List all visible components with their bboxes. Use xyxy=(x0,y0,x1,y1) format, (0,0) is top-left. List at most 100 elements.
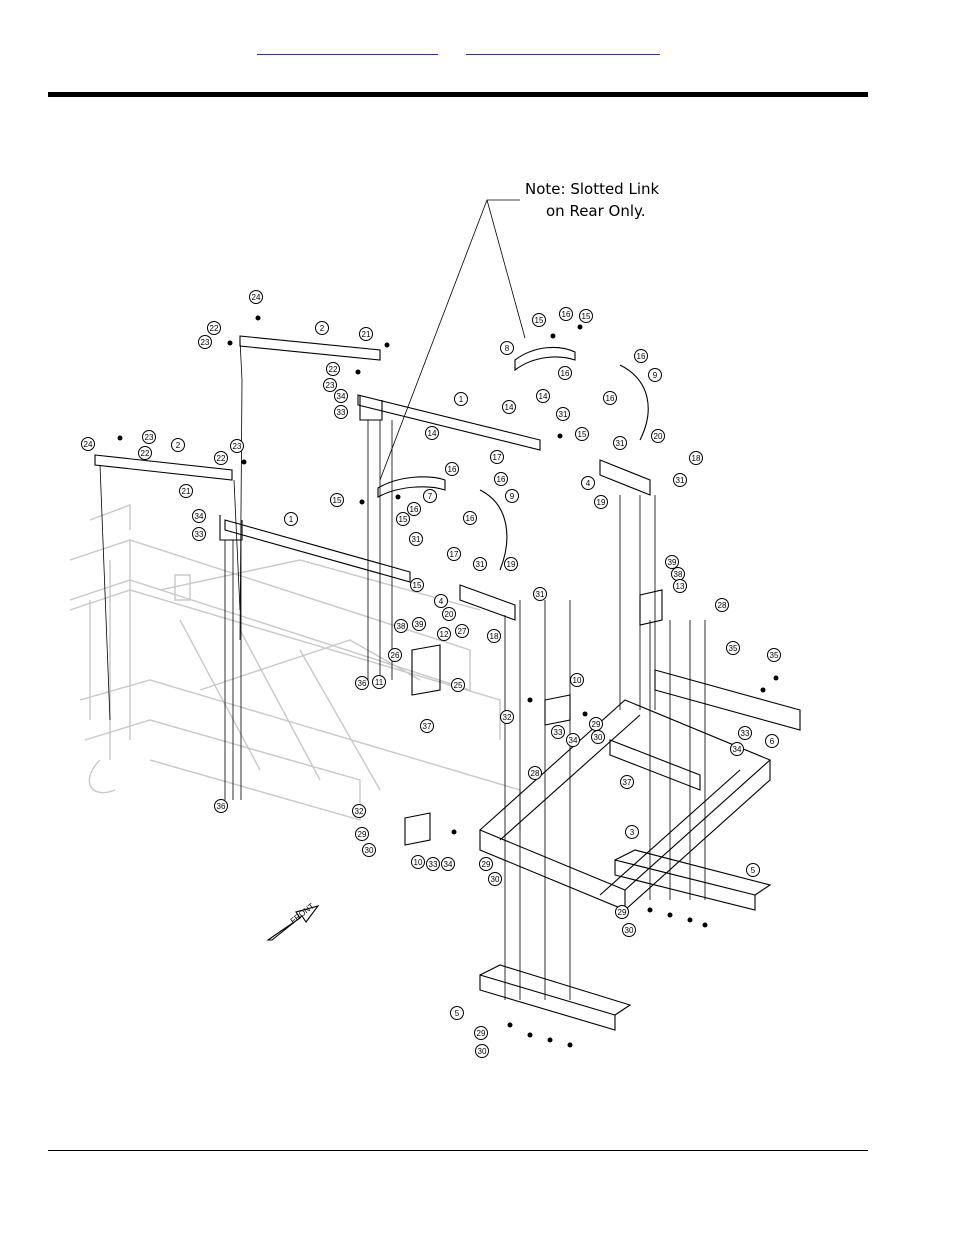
callout-number: 39 xyxy=(415,620,424,629)
callout-number: 21 xyxy=(362,330,371,339)
callout-29: 29 xyxy=(474,1026,488,1040)
callout-number: 15 xyxy=(582,312,591,321)
callout-23: 23 xyxy=(230,439,244,453)
callout-number: 29 xyxy=(482,860,491,869)
callout-number: 32 xyxy=(355,807,364,816)
callout-number: 31 xyxy=(536,590,545,599)
callout-number: 27 xyxy=(458,627,467,636)
callout-circle xyxy=(437,627,451,641)
top-divider xyxy=(48,92,868,97)
callout-number: 33 xyxy=(429,860,438,869)
callout-20: 20 xyxy=(651,429,665,443)
callout-circle xyxy=(689,451,703,465)
callout-circle xyxy=(434,594,448,608)
callout-35: 35 xyxy=(767,648,781,662)
callout-circle xyxy=(396,512,410,526)
callout-number: 15 xyxy=(578,430,587,439)
callout-circle xyxy=(171,438,185,452)
callout-circle xyxy=(673,473,687,487)
callout-number: 31 xyxy=(476,560,485,569)
callout-circle xyxy=(249,290,263,304)
callout-15: 15 xyxy=(396,512,410,526)
callout-circle xyxy=(566,733,580,747)
callout-number: 6 xyxy=(770,737,775,746)
callout-number: 33 xyxy=(554,728,563,737)
callout-circle xyxy=(575,427,589,441)
callout-5: 5 xyxy=(450,1006,464,1020)
callout-30: 30 xyxy=(475,1044,489,1058)
callout-23: 23 xyxy=(198,335,212,349)
callout-circle xyxy=(394,619,408,633)
callout-number: 28 xyxy=(718,601,727,610)
callout-number: 23 xyxy=(326,381,335,390)
callout-circle xyxy=(622,923,636,937)
callout-number: 11 xyxy=(375,678,384,687)
callout-number: 5 xyxy=(455,1009,460,1018)
callout-34: 34 xyxy=(441,857,455,871)
callout-number: 17 xyxy=(450,550,459,559)
callout-37: 37 xyxy=(620,775,634,789)
callout-circle xyxy=(214,799,228,813)
callout-32: 32 xyxy=(352,804,366,818)
callout-22: 22 xyxy=(326,362,340,376)
callout-13: 13 xyxy=(673,579,687,593)
callout-36: 36 xyxy=(355,676,369,690)
callout-number: 4 xyxy=(586,479,591,488)
callout-circle xyxy=(138,446,152,460)
callout-23: 23 xyxy=(142,430,156,444)
callout-16: 16 xyxy=(494,472,508,486)
callout-circle xyxy=(362,843,376,857)
callout-17: 17 xyxy=(447,547,461,561)
callout-29: 29 xyxy=(589,717,603,731)
callout-29: 29 xyxy=(479,857,493,871)
callout-number: 29 xyxy=(618,908,627,917)
callout-circle xyxy=(334,405,348,419)
callout-31: 31 xyxy=(409,532,423,546)
callout-circle xyxy=(625,825,639,839)
callout-number: 16 xyxy=(562,310,571,319)
callout-35: 35 xyxy=(726,641,740,655)
callout-28: 28 xyxy=(715,598,729,612)
callout-circle xyxy=(502,400,516,414)
header-link-left[interactable] xyxy=(257,40,438,55)
callout-number: 23 xyxy=(233,442,242,451)
note-line-1: Note: Slotted Link xyxy=(525,180,660,198)
callout-number: 33 xyxy=(195,530,204,539)
callout-circle xyxy=(81,437,95,451)
callout-circle xyxy=(730,742,744,756)
callout-number: 16 xyxy=(410,505,419,514)
callout-39: 39 xyxy=(412,617,426,631)
callout-38: 38 xyxy=(394,619,408,633)
callout-circle xyxy=(738,726,752,740)
callout-circle xyxy=(451,678,465,692)
callout-3: 3 xyxy=(625,825,639,839)
callout-28: 28 xyxy=(528,766,542,780)
callout-number: 31 xyxy=(676,476,685,485)
callout-number: 16 xyxy=(637,352,646,361)
callout-33: 33 xyxy=(334,405,348,419)
weight-bars xyxy=(479,849,772,1031)
callout-circle xyxy=(479,857,493,871)
callout-number: 19 xyxy=(597,498,606,507)
callout-circle xyxy=(579,309,593,323)
callout-number: 9 xyxy=(510,492,515,501)
callout-number: 20 xyxy=(445,610,454,619)
callout-circle xyxy=(581,476,595,490)
callout-number: 16 xyxy=(497,475,506,484)
callout-21: 21 xyxy=(179,484,193,498)
callout-31: 31 xyxy=(556,407,570,421)
callout-circle xyxy=(558,366,572,380)
callout-33: 33 xyxy=(192,527,206,541)
callout-number: 26 xyxy=(391,651,400,660)
header-link-right[interactable] xyxy=(466,40,660,55)
callout-circle xyxy=(230,439,244,453)
bottom-divider xyxy=(48,1150,868,1151)
callout-number: 8 xyxy=(505,344,510,353)
callout-circle xyxy=(425,426,439,440)
callout-15: 15 xyxy=(532,313,546,327)
callout-circle xyxy=(648,368,662,382)
callout-circle xyxy=(559,307,573,321)
callout-circle xyxy=(192,509,206,523)
background-frame xyxy=(69,503,521,830)
callout-number: 22 xyxy=(329,365,338,374)
